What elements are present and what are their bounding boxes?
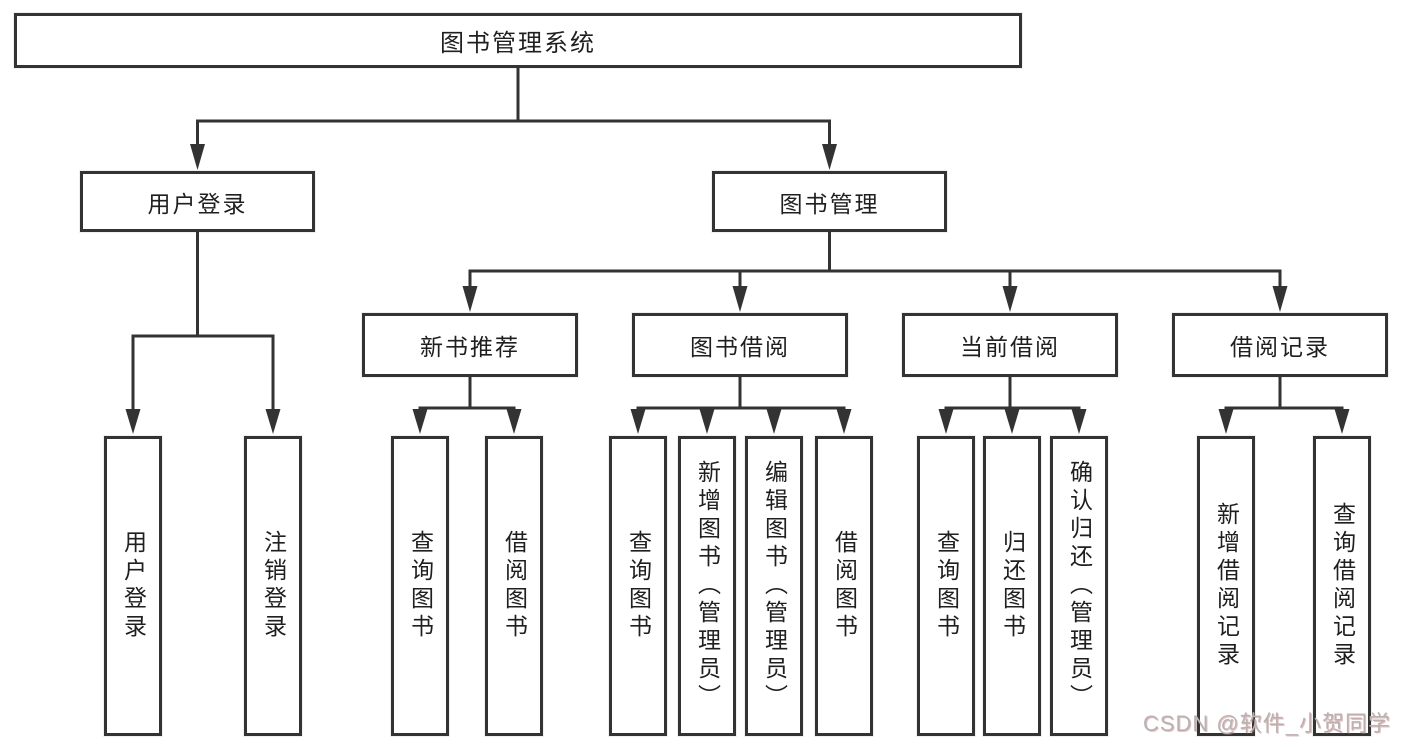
arrowhead: [732, 286, 748, 312]
arrowhead: [630, 409, 646, 434]
arrowhead: [938, 409, 954, 434]
connector-userlogin-to-leaves: [131, 230, 275, 414]
leaf-confirm-return-admin: 确认归还（管理员）: [1050, 436, 1108, 736]
node-borrowing-records: 借阅记录: [1172, 313, 1388, 377]
leaf-query-books: 查询图书: [917, 436, 975, 736]
leaf-query-books: 查询图书: [391, 436, 449, 736]
node-label: 图书管理: [779, 190, 880, 217]
leaf-edit-books-admin: 编辑图书（管理员）: [745, 436, 803, 736]
leaf-label: 新增图书（管理员）: [694, 460, 721, 712]
leaf-label: 查询借阅记录: [1329, 502, 1356, 670]
leaf-label: 归还图书: [999, 530, 1026, 642]
leaf-add-books-admin: 新增图书（管理员）: [678, 436, 736, 736]
node-current-borrowing: 当前借阅: [902, 313, 1118, 377]
leaf-label: 借阅图书: [501, 530, 528, 642]
arrowhead: [1272, 286, 1288, 312]
leaf-label: 注销登录: [260, 530, 287, 642]
leaf-label: 新增借阅记录: [1213, 502, 1240, 670]
arrowhead: [190, 144, 205, 170]
connector-current-to-leaves: [944, 375, 1081, 414]
leaf-label: 确认归还（管理员）: [1066, 460, 1093, 712]
leaf-label: 编辑图书（管理员）: [761, 460, 788, 712]
leaf-logout: 注销登录: [244, 436, 302, 736]
connector-bookmgmt-to-level3: [468, 230, 1282, 292]
arrowhead: [412, 409, 428, 434]
arrowhead: [766, 409, 782, 434]
arrowhead: [1002, 286, 1018, 312]
node-user-login: 用户登录: [80, 171, 315, 232]
node-label: 图书借阅: [690, 334, 790, 360]
leaf-label: 查询图书: [407, 530, 434, 642]
leaf-label: 查询图书: [933, 530, 960, 642]
node-new-book-recommend: 新书推荐: [362, 313, 578, 377]
node-label: 图书管理系统: [440, 30, 596, 57]
node-book-management: 图书管理: [712, 171, 947, 232]
node-label: 借阅记录: [1230, 334, 1330, 360]
node-book-borrowing: 图书借阅: [632, 313, 848, 377]
arrowhead: [1071, 409, 1087, 434]
arrowhead: [125, 409, 141, 434]
leaf-add-borrow-record: 新增借阅记录: [1197, 436, 1255, 736]
connector-records-to-leaves: [1224, 375, 1344, 414]
leaf-query-borrow-record: 查询借阅记录: [1313, 436, 1371, 736]
leaf-borrow-books: 借阅图书: [815, 436, 873, 736]
arrowhead: [265, 409, 281, 434]
node-label: 新书推荐: [420, 334, 520, 360]
arrowhead: [1004, 409, 1020, 434]
leaf-borrow-books: 借阅图书: [485, 436, 543, 736]
connector-root-to-level2: [196, 66, 831, 152]
leaf-user-login: 用户登录: [104, 436, 162, 736]
arrowhead: [1218, 409, 1234, 434]
node-library-system: 图书管理系统: [14, 13, 1022, 68]
arrowhead: [462, 286, 478, 312]
leaf-label: 用户登录: [120, 530, 147, 642]
arrowhead: [506, 409, 522, 434]
node-label: 用户登录: [147, 190, 248, 217]
arrowhead: [836, 409, 852, 434]
arrowhead: [699, 409, 715, 434]
leaf-label: 查询图书: [625, 530, 652, 642]
connector-borrow-to-leaves: [636, 375, 846, 414]
leaf-return-books: 归还图书: [983, 436, 1041, 736]
leaf-query-books: 查询图书: [609, 436, 667, 736]
node-label: 当前借阅: [960, 334, 1060, 360]
arrowhead: [1334, 409, 1350, 434]
connector-newbook-to-leaves: [418, 375, 516, 414]
arrowhead: [822, 144, 837, 170]
leaf-label: 借阅图书: [831, 530, 858, 642]
